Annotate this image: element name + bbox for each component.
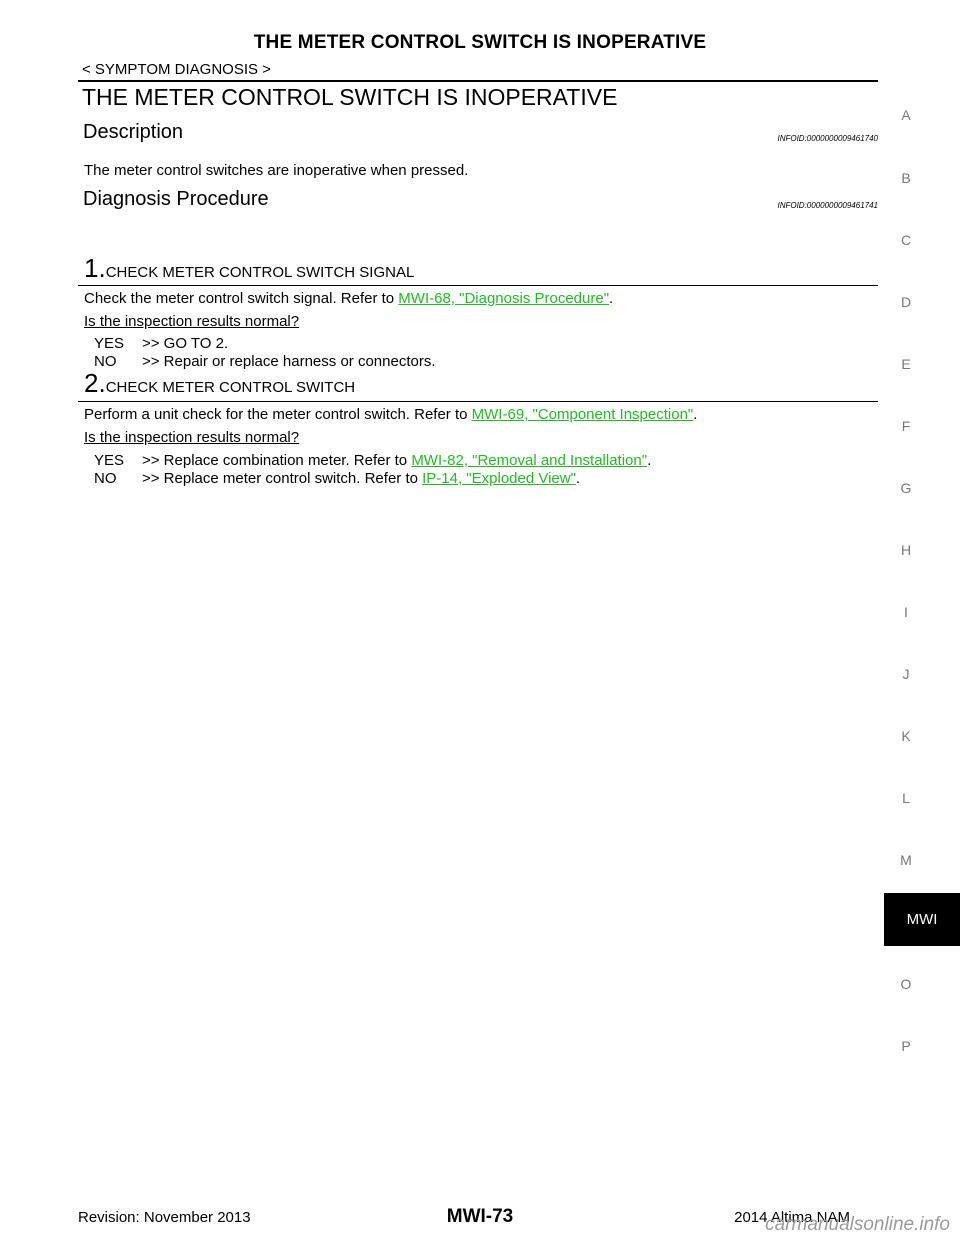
exploded-view-link[interactable]: IP-14, "Exploded View" bbox=[422, 470, 576, 487]
answer-text: >> Replace meter control switch. Refer t… bbox=[142, 470, 423, 487]
step-1-number: 1. bbox=[84, 253, 106, 283]
step-1-instruction-text: Check the meter control switch signal. R… bbox=[84, 290, 399, 307]
step-1-divider bbox=[78, 285, 878, 286]
step-1-title: CHECK METER CONTROL SWITCH SIGNAL bbox=[105, 264, 415, 281]
header-divider bbox=[78, 80, 878, 82]
step-2-title: CHECK METER CONTROL SWITCH bbox=[105, 379, 356, 396]
side-index-letter-f[interactable]: F bbox=[901, 418, 911, 434]
step-2-reference-link[interactable]: MWI-69, "Component Inspection" bbox=[471, 406, 694, 423]
step-1-instruction: Check the meter control switch signal. R… bbox=[84, 290, 613, 307]
side-index-active-tab[interactable]: MWI bbox=[884, 893, 960, 946]
side-index-letter-j[interactable]: J bbox=[902, 666, 910, 682]
side-index-letter-d[interactable]: D bbox=[900, 294, 912, 310]
step-2-heading: 2.CHECK METER CONTROL SWITCH bbox=[84, 370, 355, 396]
footer-page-number: MWI-73 bbox=[446, 1206, 514, 1227]
procedure-infoid: INFOID:0000000009461741 bbox=[777, 201, 878, 210]
section-title: THE METER CONTROL SWITCH IS INOPERATIVE bbox=[82, 84, 618, 110]
step-2-divider bbox=[78, 401, 878, 402]
side-index-letter-p[interactable]: P bbox=[901, 1038, 911, 1054]
answer-suffix: . bbox=[647, 452, 652, 469]
side-index-letter-h[interactable]: H bbox=[900, 542, 912, 558]
description-infoid: INFOID:0000000009461740 bbox=[777, 134, 878, 143]
step-2-question: Is the inspection results normal? bbox=[84, 429, 300, 446]
answer-text: >> GO TO 2. bbox=[142, 335, 229, 352]
side-index-letter-i[interactable]: I bbox=[904, 604, 908, 620]
side-index-letter-g[interactable]: G bbox=[900, 480, 912, 496]
footer-revision: Revision: November 2013 bbox=[78, 1209, 251, 1226]
side-index-letter-e[interactable]: E bbox=[901, 356, 911, 372]
step-1-heading: 1.CHECK METER CONTROL SWITCH SIGNAL bbox=[84, 255, 414, 281]
step-2-answer-yes: YES >> Replace combination meter. Refer t… bbox=[94, 452, 651, 469]
step-1-instruction-suffix: . bbox=[609, 290, 614, 307]
answer-key: YES bbox=[94, 452, 125, 469]
answer-text: >> Replace combination meter. Refer to bbox=[142, 452, 412, 469]
side-index-letter-l[interactable]: L bbox=[902, 790, 910, 806]
side-index-letter-o[interactable]: O bbox=[900, 976, 912, 992]
step-1-answer-yes: YES >> GO TO 2. bbox=[94, 335, 228, 352]
side-index-letter-c[interactable]: C bbox=[900, 232, 912, 248]
step-1-answer-no: NO >> Repair or replace harness or connec… bbox=[94, 353, 436, 370]
step-1-reference-link[interactable]: MWI-68, "Diagnosis Procedure" bbox=[398, 290, 610, 307]
answer-text: >> Repair or replace harness or connecto… bbox=[142, 353, 436, 370]
step-2-instruction-text: Perform a unit check for the meter contr… bbox=[84, 406, 472, 423]
side-index-letter-a[interactable]: A bbox=[901, 107, 911, 123]
description-text: The meter control switches are inoperati… bbox=[84, 162, 469, 179]
answer-key: YES bbox=[94, 335, 125, 352]
step-1-question: Is the inspection results normal? bbox=[84, 313, 300, 330]
breadcrumb: < SYMPTOM DIAGNOSIS > bbox=[82, 61, 271, 78]
answer-key: NO bbox=[94, 470, 117, 487]
side-index-letter-m[interactable]: M bbox=[900, 852, 912, 868]
step-2-instruction: Perform a unit check for the meter contr… bbox=[84, 406, 697, 423]
page-header-title: THE METER CONTROL SWITCH IS INOPERATIVE bbox=[253, 32, 707, 53]
step-2-answer-no: NO >> Replace meter control switch. Refer… bbox=[94, 470, 580, 487]
procedure-heading: Diagnosis Procedure bbox=[83, 188, 269, 210]
answer-suffix: . bbox=[575, 470, 581, 487]
description-heading: Description bbox=[83, 121, 184, 143]
footer-model: 2014 Altima NAM bbox=[734, 1209, 850, 1226]
side-index-letter-k[interactable]: K bbox=[901, 728, 911, 744]
removal-installation-link[interactable]: MWI-82, "Removal and Installation" bbox=[411, 452, 648, 469]
answer-key: NO bbox=[94, 353, 117, 370]
watermark: carmanualsonline.info bbox=[765, 1214, 950, 1235]
step-2-instruction-suffix: . bbox=[693, 406, 698, 423]
step-2-number: 2. bbox=[84, 368, 106, 398]
side-index-letter-b[interactable]: B bbox=[901, 170, 911, 186]
